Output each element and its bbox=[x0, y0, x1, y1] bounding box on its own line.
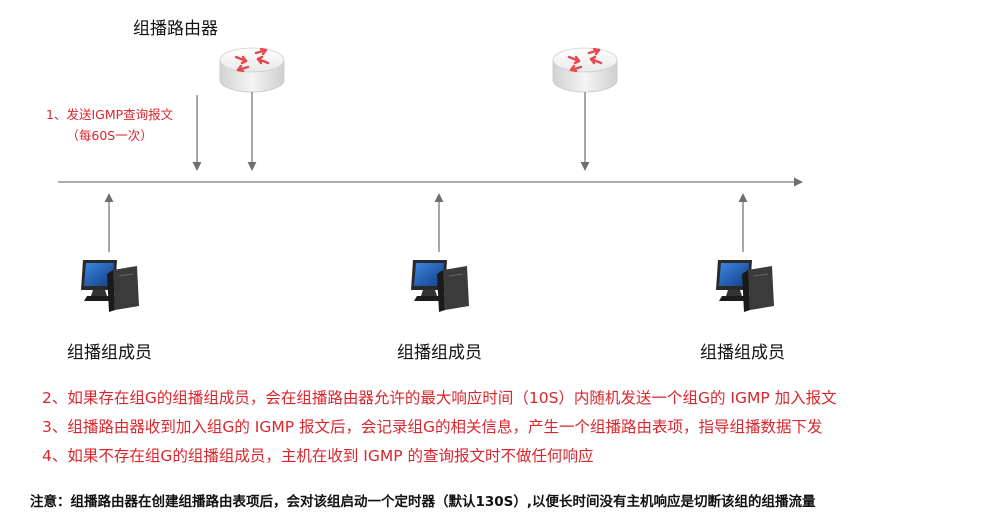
query-step-line2: （每60S一次） bbox=[66, 128, 153, 143]
computer-icon bbox=[81, 260, 139, 312]
query-step-label: 1、发送IGMP查询报文 （每60S一次） bbox=[46, 104, 173, 146]
router-icon bbox=[219, 47, 285, 93]
computer-icon bbox=[716, 260, 774, 312]
router-label: 组播路由器 bbox=[133, 19, 218, 39]
step-item: 2、如果存在组G的组播组成员，会在组播路由器允许的最大响应时间（10S）内随机发… bbox=[42, 389, 837, 407]
query-step-line1: 1、发送IGMP查询报文 bbox=[46, 107, 174, 122]
member-label: 组播组成员 bbox=[700, 343, 785, 363]
step-item: 4、如果不存在组G的组播组成员，主机在收到 IGMP 的查询报文时不做任何响应 bbox=[42, 447, 594, 465]
computer-icon bbox=[411, 260, 469, 312]
step-item: 3、组播路由器收到加入组G的 IGMP 报文后，会记录组G的相关信息，产生一个组… bbox=[42, 418, 823, 436]
member-label: 组播组成员 bbox=[67, 343, 152, 363]
step-list: 2、如果存在组G的组播组成员，会在组播路由器允许的最大响应时间（10S）内随机发… bbox=[42, 384, 837, 471]
router-icon bbox=[552, 47, 618, 93]
member-label: 组播组成员 bbox=[397, 343, 482, 363]
footnote: 注意：组播路由器在创建组播路由表项后，会对该组启动一个定时器（默认130S）,以… bbox=[30, 494, 816, 510]
